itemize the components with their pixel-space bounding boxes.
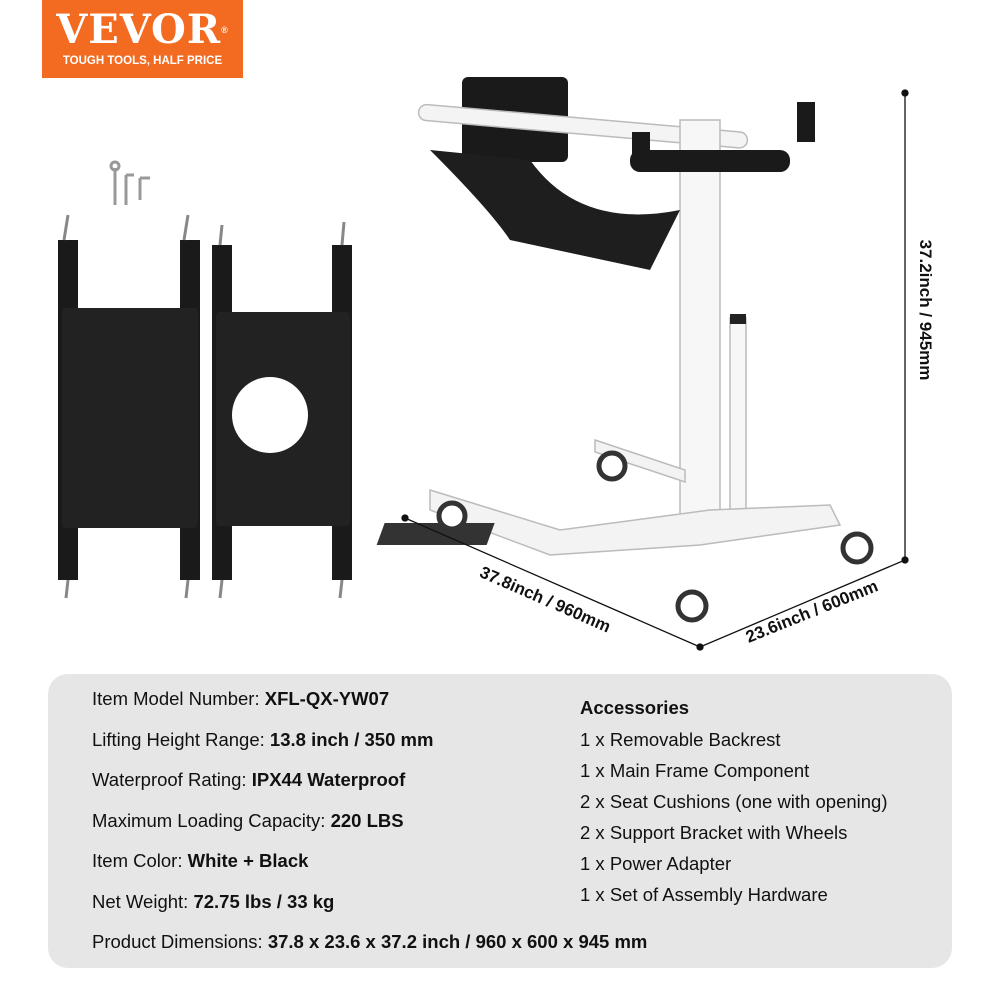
logo-tagline: TOUGH TOOLS, HALF PRICE: [62, 55, 223, 67]
seat-cushion-solid: [58, 214, 200, 599]
registered-mark: ®: [221, 25, 229, 35]
accessory-item: 1 x Power Adapter: [580, 853, 732, 874]
patient-lift-frame: [376, 77, 874, 623]
spec-model: Item Model Number: XFL-QX-YW07: [92, 688, 390, 709]
accessory-item: 1 x Removable Backrest: [580, 729, 781, 750]
spec-capacity: Maximum Loading Capacity: 220 LBS: [92, 810, 404, 831]
seat-cushion-with-opening: [212, 221, 352, 599]
spec-lifting-height: Lifting Height Range: 13.8 inch / 350 mm: [92, 729, 434, 750]
spec-color: Item Color: White + Black: [92, 850, 309, 871]
spec-dimensions: Product Dimensions: 37.8 x 23.6 x 37.2 i…: [92, 931, 648, 952]
specifications-panel: Item Model Number: XFL-QX-YW07 Lifting H…: [48, 674, 952, 968]
vevor-logo: VEVOR® TOUGH TOOLS, HALF PRICE: [42, 0, 243, 78]
accessory-item: 2 x Seat Cushions (one with opening): [580, 791, 888, 812]
logo-brand: VEVOR: [56, 6, 222, 53]
hardware-tools-icon: [109, 160, 150, 205]
accessory-item: 2 x Support Bracket with Wheels: [580, 822, 848, 843]
product-illustration: [58, 77, 909, 651]
spec-waterproof: Waterproof Rating: IPX44 Waterproof: [92, 769, 406, 790]
spec-weight: Net Weight: 72.75 lbs / 33 kg: [92, 891, 335, 912]
accessory-item: 1 x Main Frame Component: [580, 760, 810, 781]
height-dimension-label: 37.2inch / 945mm: [916, 239, 935, 381]
dimension-lines: [401, 89, 909, 651]
accessory-item: 1 x Set of Assembly Hardware: [580, 884, 828, 905]
accessories-heading: Accessories: [580, 697, 690, 718]
